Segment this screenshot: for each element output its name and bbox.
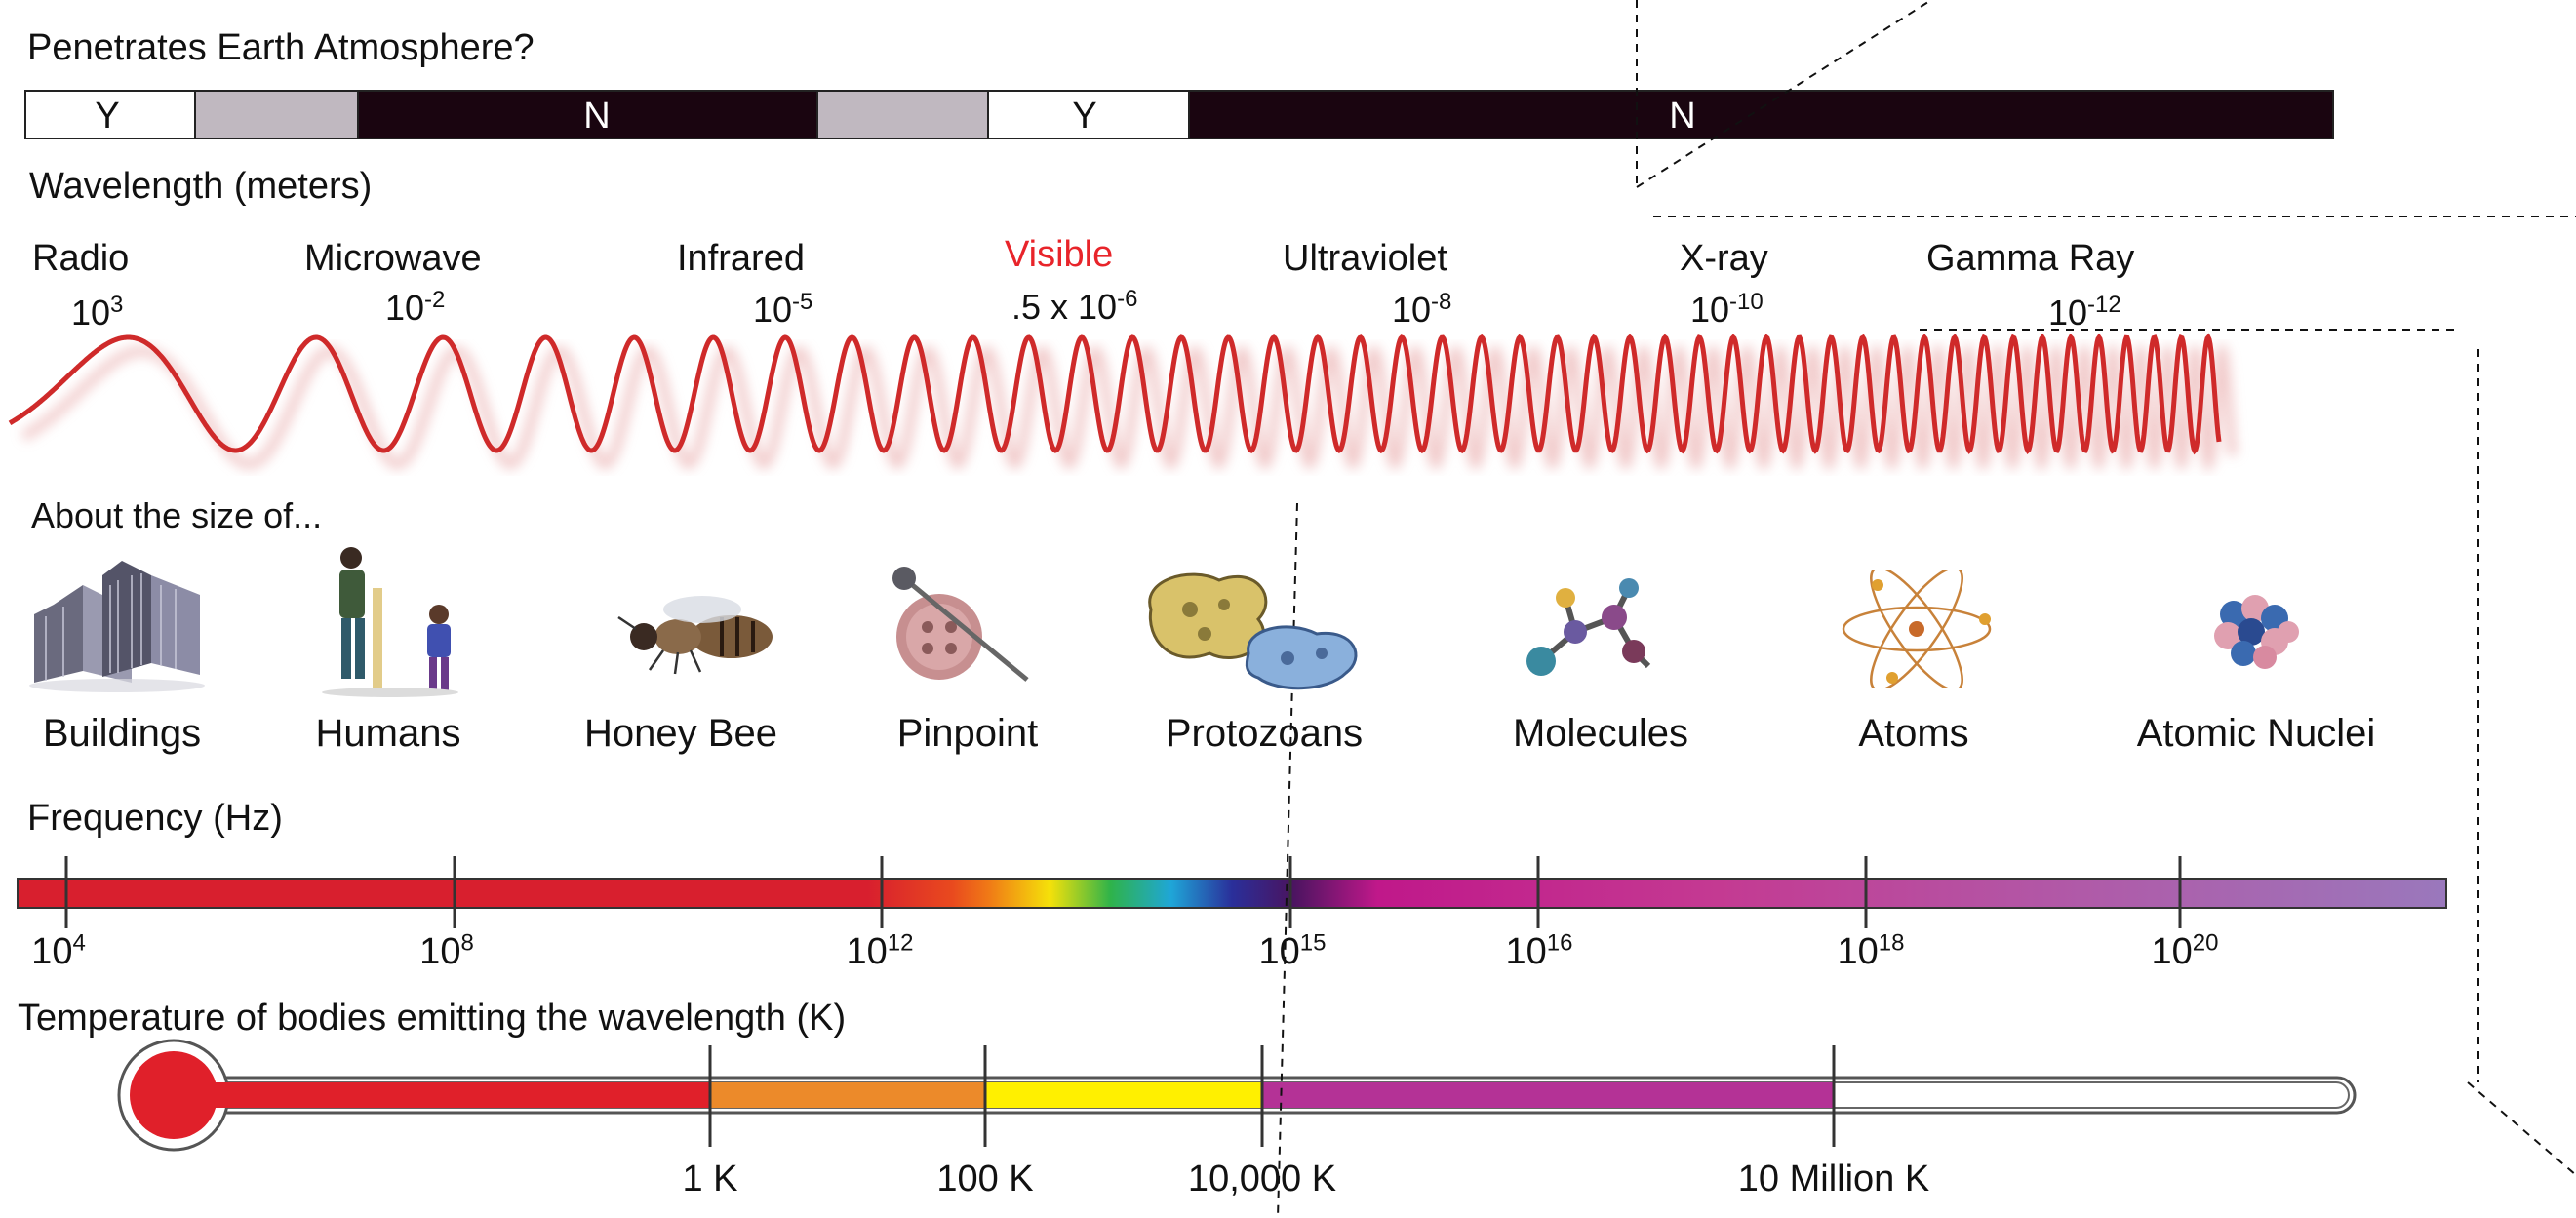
- atom-icon: [1842, 570, 1992, 688]
- temperature-tick-label: 10,000 K: [1187, 1159, 1337, 1199]
- temperature-tick-label: 100 K: [936, 1159, 1034, 1199]
- temperature-tick-label: 10 Million K: [1737, 1159, 1930, 1199]
- band-name-x-ray: X-ray: [1680, 238, 1768, 279]
- frequency-tick-label: 1016: [1505, 929, 1573, 972]
- band-wavelength-radio: 103: [71, 292, 124, 333]
- frequency-tick-label: 1012: [846, 929, 914, 972]
- band-name-microwave: Microwave: [304, 238, 482, 279]
- dashed-annotation-lines: [1277, 0, 2576, 1218]
- nucleus-icon: [2214, 595, 2299, 669]
- wavelength-wave: [8, 333, 2222, 455]
- atmosphere-title: Penetrates Earth Atmosphere?: [27, 27, 535, 68]
- size-object-label: Protozoans: [1165, 712, 1364, 755]
- temperature-title: Temperature of bodies emitting the wavel…: [18, 998, 847, 1039]
- size-object-label: Pinpoint: [896, 712, 1039, 755]
- band-wavelength-microwave: 10-2: [385, 287, 446, 328]
- atmosphere-segment-yes: [24, 90, 196, 139]
- band-name-visible: Visible: [1005, 234, 1114, 275]
- honey-bee-icon: [617, 596, 773, 675]
- atmosphere-segment-label: N: [1669, 96, 1696, 137]
- band-wavelength-ultraviolet: 10-8: [1392, 289, 1452, 330]
- protozoa-icon: [1148, 572, 1358, 690]
- atmosphere-segment-label: N: [583, 96, 611, 137]
- frequency-tick-label: 108: [419, 929, 474, 972]
- buildings-icon: [29, 561, 205, 692]
- atmosphere-segment-label: Y: [1072, 96, 1097, 137]
- band-wavelength-x-ray: 10-10: [1690, 289, 1764, 330]
- frequency-title: Frequency (Hz): [27, 798, 283, 839]
- size-title: About the size of...: [31, 495, 323, 535]
- atmosphere-segment-no: [1188, 90, 2334, 139]
- wave-shadow: [20, 342, 2238, 473]
- band-name-gamma-ray: Gamma Ray: [1926, 238, 2135, 279]
- size-object-label: Honey Bee: [584, 712, 777, 755]
- frequency-tick-label: 1020: [2151, 929, 2219, 972]
- frequency-tick-label: 1018: [1837, 929, 1905, 972]
- size-object-label: Buildings: [42, 712, 202, 755]
- atmosphere-segment-yes: [987, 90, 1190, 139]
- frequency-tick-marks: [64, 856, 2182, 928]
- pin-icon: [892, 567, 1029, 682]
- band-name-infrared: Infrared: [677, 238, 805, 279]
- atmosphere-segment-no: [357, 90, 818, 139]
- temperature-tick-label: 1 K: [682, 1159, 738, 1199]
- molecule-icon: [1526, 578, 1651, 676]
- band-wavelength-gamma-ray: 10-12: [2048, 292, 2121, 333]
- thermometer: [117, 1039, 2357, 1152]
- frequency-spectrum-bar: [17, 878, 2447, 909]
- size-object-label: Humans: [315, 712, 461, 755]
- atmosphere-segment-labels: Y N Y N: [0, 90, 2576, 140]
- humans-icon: [322, 547, 458, 697]
- band-name-radio: Radio: [32, 238, 130, 279]
- band-wavelength-infrared: 10-5: [753, 289, 813, 330]
- band-name-ultraviolet: Ultraviolet: [1283, 238, 1447, 279]
- wavelength-title: Wavelength (meters): [29, 166, 373, 207]
- size-object-label: Molecules: [1512, 712, 1689, 755]
- size-object-label: Atomic Nuclei: [2136, 712, 2376, 755]
- frequency-tick-label: 104: [31, 929, 86, 972]
- atmosphere-segment-label: Y: [95, 96, 120, 137]
- atmosphere-segment-partial: [194, 90, 359, 139]
- size-object-label: Atoms: [1858, 712, 1969, 755]
- frequency-tick-label: 1015: [1258, 929, 1327, 972]
- atmosphere-bar: [24, 90, 2334, 139]
- band-wavelength-visible: .5 x 10-6: [1011, 286, 1138, 327]
